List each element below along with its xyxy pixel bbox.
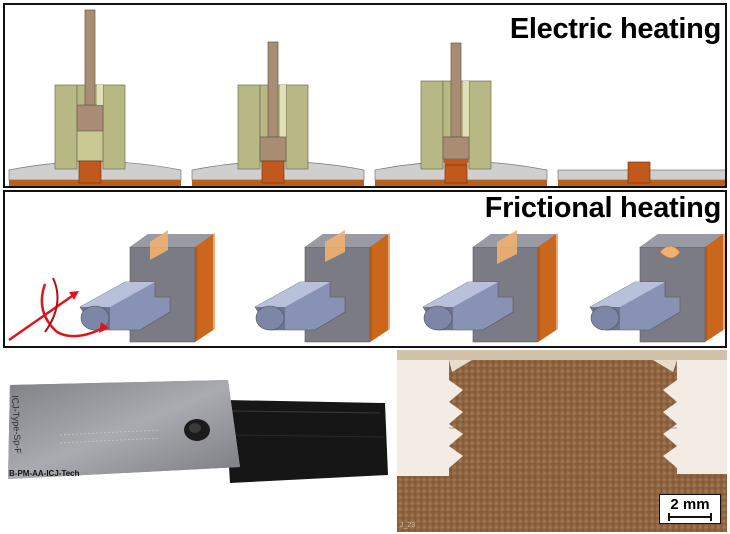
scale-bar-line xyxy=(668,516,712,518)
specimen-label: B-PM-AA-ICJ-Tech xyxy=(9,469,80,478)
scale-bar-tick-left xyxy=(668,513,670,521)
scale-bar-tick-right xyxy=(710,513,712,521)
frictional-stage-1 xyxy=(79,230,216,343)
frictional-stage-3 xyxy=(422,230,559,343)
electric-stage-2 xyxy=(191,41,365,186)
micrograph: J_23 2 mm xyxy=(397,350,727,532)
electric-heating-sequence xyxy=(8,9,725,186)
frictional-heating-title: Frictional heating xyxy=(484,192,722,224)
electric-stage-3 xyxy=(374,42,548,186)
frictional-heating-panel: Frictional heating xyxy=(3,190,727,348)
micrograph-corner-label: J_23 xyxy=(400,522,416,529)
scale-bar-label: 2 mm xyxy=(670,496,710,513)
electric-heating-panel: Electric heating xyxy=(3,3,727,188)
rotation-arrow-icon xyxy=(8,277,109,342)
electric-heating-title: Electric heating xyxy=(509,13,721,45)
specimen-photo: ICJ-Type-Sp-F B-PM-AA-ICJ-Tech xyxy=(0,375,395,485)
frictional-stage-2 xyxy=(254,230,391,343)
scale-bar: 2 mm xyxy=(659,494,721,524)
electric-stage-4 xyxy=(557,161,725,186)
frictional-stage-4 xyxy=(589,232,725,343)
frictional-heating-sequence xyxy=(8,230,725,343)
electric-stage-1 xyxy=(8,9,182,186)
